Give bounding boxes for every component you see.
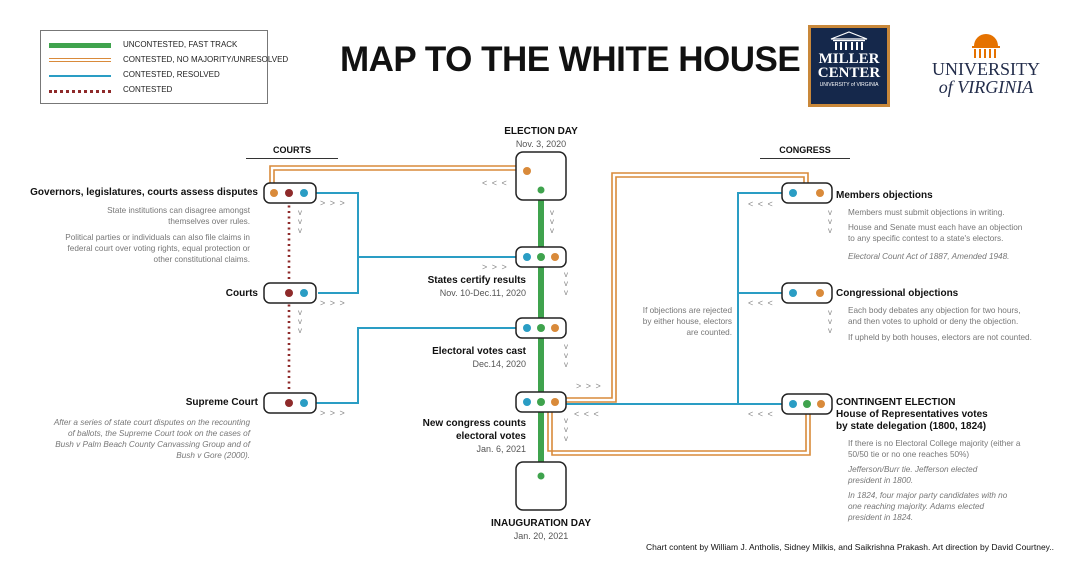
- chevron-left-icon: < < <: [748, 298, 774, 308]
- members-note-2: House and Senate must each have an objec…: [848, 223, 1023, 243]
- node-dots: [270, 167, 825, 480]
- legend: UNCONTESTED, FAST TRACK CONTESTED, NO MA…: [40, 30, 288, 104]
- rejected-note: If objections are rejected by either hou…: [642, 306, 732, 337]
- building-icon: [830, 31, 868, 50]
- chevron-left-icon: < < <: [748, 409, 774, 419]
- legend-label: CONTESTED, NO MAJORITY/UNRESOLVED: [123, 55, 289, 64]
- governors-note-1: State institutions can disagree amongst …: [107, 206, 250, 226]
- chevron-left-icon: < < <: [482, 178, 508, 188]
- credit-line: Chart content by William J. Antholis, Si…: [646, 542, 1055, 552]
- congress-header: CONGRESS: [760, 145, 850, 159]
- objections-note-2: If upheld by both houses, electors are n…: [848, 333, 1032, 342]
- legend-item-unresolved: CONTESTED, NO MAJORITY/UNRESOLVED: [49, 54, 288, 68]
- certify-label: States certify results: [427, 275, 526, 286]
- chevron-left-icon: < < <: [574, 409, 600, 419]
- legend-item-resolved: CONTESTED, RESOLVED: [49, 69, 259, 83]
- contingent-note-2: Jefferson/Burr tie. Jefferson elected pr…: [848, 465, 978, 485]
- legend-label: UNCONTESTED, FAST TRACK: [123, 40, 238, 49]
- miller-center-logo: MILLER CENTER UNIVERSITY of VIRGINIA: [808, 25, 890, 107]
- miller-logo-line1: MILLER: [818, 51, 880, 67]
- objections-box: [781, 282, 833, 304]
- legend-swatch-green: [49, 43, 111, 48]
- election-day-date: Nov. 3, 2020: [515, 139, 567, 149]
- miller-logo-line2: CENTER: [817, 65, 881, 81]
- members-note-3: Electoral Count Act of 1887, Amended 194…: [848, 252, 1010, 261]
- courts-header: COURTS: [246, 145, 338, 159]
- congress-counts-date: Jan. 6, 2021: [476, 444, 526, 454]
- members-label: Members objections: [836, 190, 933, 201]
- rotunda-icon: [972, 34, 1000, 58]
- legend-swatch-orange: [49, 58, 111, 62]
- election-day-box: [515, 151, 567, 201]
- legend-swatch-red: [49, 90, 111, 93]
- uva-logo: UNIVERSITY of VIRGINIA: [930, 30, 1042, 104]
- blue-routes: [314, 192, 786, 405]
- inauguration-box: [515, 461, 567, 511]
- certify-date: Nov. 10-Dec.11, 2020: [439, 288, 526, 298]
- supreme-note: After a series of state court disputes o…: [53, 418, 250, 460]
- miller-logo-line3: UNIVERSITY of VIRGINIA: [819, 82, 879, 88]
- members-box: [781, 182, 833, 204]
- contingent-label-2: House of Representatives votes: [836, 409, 988, 420]
- uva-logo-line1: UNIVERSITY: [932, 59, 1040, 79]
- chevron-right-icon: > > >: [482, 262, 508, 272]
- contingent-note-3: In 1824, four major party candidates wit…: [848, 491, 1008, 522]
- contingent-label-1: CONTINGENT ELECTION: [836, 397, 956, 408]
- chevron-right-icon: > > >: [320, 408, 346, 418]
- governors-note-2: Political parties or individuals can als…: [65, 233, 250, 264]
- members-note-1: Members must submit objections in writin…: [848, 208, 1005, 217]
- legend-label: CONTESTED: [123, 85, 173, 94]
- objections-note-1: Each body debates any objection for two …: [848, 306, 1021, 326]
- congress-counts-label-1: New congress counts: [422, 418, 526, 429]
- inauguration-label: INAUGURATION DAY: [490, 518, 591, 529]
- election-day-label: ELECTION DAY: [504, 126, 578, 137]
- courts-label: Courts: [225, 288, 258, 299]
- page-title: MAP TO THE WHITE HOUSE: [340, 40, 801, 79]
- legend-item-contested: CONTESTED: [49, 84, 259, 98]
- supreme-label: Supreme Court: [185, 397, 258, 408]
- votes-cast-label: Electoral votes cast: [432, 346, 526, 357]
- legend-label: CONTESTED, RESOLVED: [123, 70, 220, 79]
- objections-label: Congressional objections: [836, 288, 959, 299]
- congress-counts-label-2: electoral votes: [455, 431, 526, 442]
- legend-item-fast-track: UNCONTESTED, FAST TRACK: [49, 39, 259, 53]
- node-boxes: [263, 151, 833, 511]
- votes-cast-date: Dec.14, 2020: [472, 359, 526, 369]
- chevron-right-icon: > > >: [320, 198, 346, 208]
- contingent-note-1: If there is no Electoral College majorit…: [848, 439, 1021, 459]
- chevron-right-icon: > > >: [576, 381, 602, 391]
- chevron-left-icon: < < <: [748, 199, 774, 209]
- legend-swatch-blue: [49, 75, 111, 77]
- inauguration-date: Jan. 20, 2021: [513, 531, 569, 541]
- governors-label: Governors, legislatures, courts assess d…: [30, 187, 258, 198]
- chevron-right-icon: > > >: [320, 298, 346, 308]
- contingent-label-3: by state delegation (1800, 1824): [836, 421, 987, 432]
- uva-logo-line2: of VIRGINIA: [938, 77, 1034, 97]
